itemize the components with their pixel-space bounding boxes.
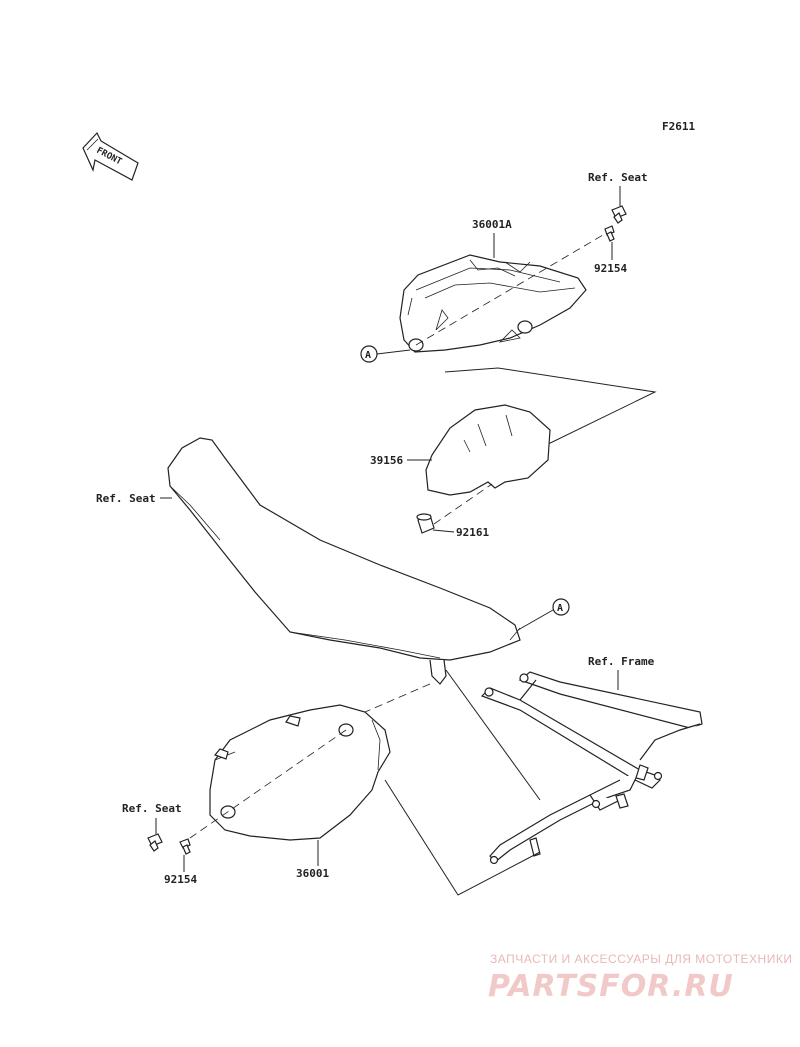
- label-ref-frame: Ref. Frame: [588, 655, 655, 668]
- watermark-brand: PARTSFOR.RU: [488, 969, 734, 1004]
- seat-pad[interactable]: [425, 404, 551, 496]
- subframe[interactable]: [480, 671, 703, 865]
- front-arrow-icon: FRONT: [82, 131, 139, 181]
- label-ref-seat-left: Ref. Seat: [96, 492, 156, 505]
- figure-code: F2611: [662, 120, 695, 133]
- leader-92161: [432, 529, 455, 533]
- label-part-39156: 39156: [370, 454, 403, 467]
- callout-a-top: A: [360, 345, 411, 363]
- label-part-92154-bottom: 92154: [164, 873, 197, 886]
- fastener-axis-top: [415, 231, 609, 346]
- side-cover-right[interactable]: [399, 254, 587, 353]
- seat[interactable]: [167, 437, 521, 685]
- bolt-bottom[interactable]: [147, 833, 163, 852]
- side-cover-left[interactable]: [209, 704, 391, 841]
- connector-seat-frame: [445, 669, 541, 801]
- connector-line-lower: [384, 779, 541, 896]
- watermark-tagline: ЗАПЧАСТИ И АКСЕССУАРЫ ДЛЯ МОТОТЕХНИКИ: [490, 952, 792, 966]
- seat-tab-axis: [357, 683, 431, 716]
- watermark: ЗАПЧАСТИ И АКСЕССУАРЫ ДЛЯ МОТОТЕХНИКИ PA…: [488, 952, 792, 1004]
- label-ref-seat-top: Ref. Seat: [588, 171, 648, 184]
- svg-text:A: A: [365, 350, 371, 361]
- small-bolt-bottom[interactable]: [179, 838, 191, 855]
- label-ref-seat-bottom: Ref. Seat: [122, 802, 182, 815]
- collar[interactable]: [416, 513, 435, 534]
- bolt-top[interactable]: [611, 205, 627, 224]
- connector-line-upper: [444, 367, 657, 449]
- label-part-92154-top: 92154: [594, 262, 627, 275]
- label-part-36001: 36001: [296, 867, 329, 880]
- label-part-36001a: 36001A: [472, 218, 512, 231]
- small-bolt-top[interactable]: [604, 225, 615, 242]
- label-part-92161: 92161: [456, 526, 489, 539]
- fastener-axis-bottom: [189, 729, 347, 839]
- callout-a-mid: A: [517, 598, 570, 631]
- svg-text:A: A: [557, 603, 563, 614]
- collar-axis: [433, 483, 493, 525]
